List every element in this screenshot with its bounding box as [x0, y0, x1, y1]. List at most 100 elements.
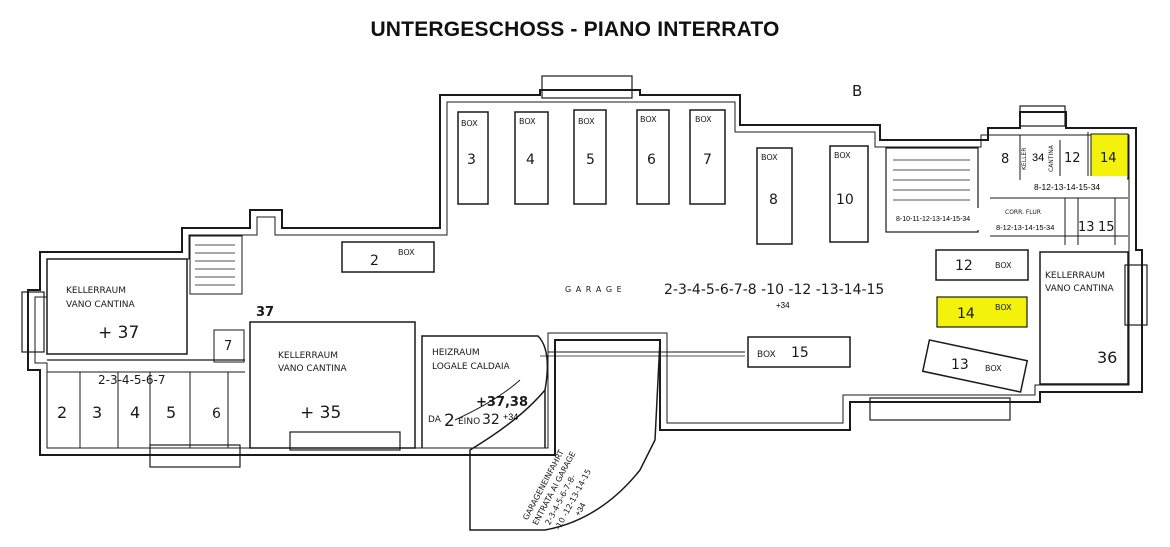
- kellerraum-right: [1039, 251, 1129, 385]
- box-label: BOX: [398, 248, 415, 257]
- label-patch: [1068, 330, 1094, 348]
- tr-list: 8-12-13-14-15-34: [1034, 182, 1100, 192]
- building-b: B: [852, 82, 862, 100]
- kellerraum-mid-number: + 35: [300, 403, 341, 423]
- plan-title: UNTERGESCHOSS - PIANO INTERRATO: [370, 18, 780, 41]
- box-8-outline: [756, 147, 793, 245]
- tr-keller: KELLER: [1021, 148, 1028, 170]
- walls: [21, 75, 1148, 531]
- heizraum-2: 2: [444, 411, 455, 431]
- highlight-cellar-14: [1090, 133, 1129, 180]
- box-label: BOX: [761, 153, 778, 162]
- kellerraum-mid: [249, 321, 416, 449]
- tr-15: 15: [1098, 220, 1115, 235]
- heizraum-title: HEIZRAUM: [432, 348, 480, 358]
- stair-list: 8-10-11-12-13-14-15-34: [896, 216, 970, 223]
- garage-plus34: +34: [776, 301, 790, 310]
- box-2-number: 2: [370, 253, 379, 269]
- box-4-outline: [514, 111, 549, 205]
- box-label: BOX: [995, 303, 1012, 312]
- corr-label: CORR. FLUR: [1005, 209, 1041, 216]
- heizraum-da: DA: [428, 415, 442, 425]
- cellar-4: 4: [130, 403, 140, 422]
- window: [289, 431, 401, 451]
- box-10-number: 10: [836, 192, 854, 208]
- tr-14: 14: [1100, 151, 1117, 166]
- box-label: BOX: [640, 115, 657, 124]
- window: [21, 291, 45, 353]
- tr-cantina: CANTINA: [1048, 144, 1055, 172]
- stair-right: [885, 147, 979, 233]
- cellar-2: 2: [57, 403, 67, 422]
- window: [149, 444, 241, 468]
- box-8-number: 8: [769, 192, 778, 208]
- box-5-outline: [573, 109, 607, 205]
- tr-8: 8: [1001, 152, 1009, 167]
- tr-13: 13: [1078, 220, 1095, 235]
- kellerraum-left-number: + 37: [98, 323, 139, 343]
- cellar-7: 7: [224, 339, 232, 354]
- kellerraum-mid-title: KELLERRAUM: [278, 351, 338, 361]
- box-10-outline: [829, 145, 869, 243]
- box-13-number: 13: [951, 357, 969, 373]
- ramp-outer: [469, 339, 661, 531]
- box-label: BOX: [519, 117, 536, 126]
- box-2-outline: [341, 241, 435, 273]
- box-12-number: 12: [955, 258, 973, 274]
- corr-list: 8-12-13-14-15-34: [996, 223, 1054, 232]
- kellerraum-left: [46, 258, 188, 355]
- box-label: BOX: [695, 115, 712, 124]
- outer-wall: [27, 89, 1143, 456]
- box-label: BOX: [757, 350, 776, 360]
- box-label: BOX: [461, 119, 478, 128]
- cellar-5: 5: [166, 403, 176, 422]
- heizraum-eino: EINO: [458, 417, 480, 427]
- box-14-number: 14: [957, 306, 975, 322]
- box-13-outline: [921, 339, 1029, 393]
- ramp-inner: [454, 379, 521, 421]
- kellerraum-right-title: KELLERRAUM: [1045, 271, 1105, 281]
- tr-12: 12: [1064, 151, 1081, 166]
- box-label: BOX: [985, 364, 1002, 373]
- inner-wall: [34, 101, 1130, 449]
- cellar-3: 3: [92, 403, 102, 422]
- garage-word: G A R A G E: [565, 285, 623, 294]
- box-12-outline: [935, 249, 1029, 281]
- box-5-number: 5: [586, 152, 595, 168]
- window: [1019, 105, 1066, 127]
- box-label: BOX: [834, 151, 851, 160]
- box-3-outline: [457, 111, 489, 205]
- kellerraum-mid-subtitle: VANO CANTINA: [278, 364, 347, 374]
- box-7-outline: [689, 109, 726, 205]
- box-6-number: 6: [647, 152, 656, 168]
- tr-34: 34: [1032, 152, 1044, 164]
- box-6-outline: [636, 109, 670, 205]
- box-7-number: 7: [703, 152, 712, 168]
- cellar-6: 6: [212, 406, 221, 422]
- label-patch: [994, 218, 1062, 234]
- kellerraum-left-subtitle: VANO CANTINA: [66, 300, 135, 310]
- heizraum: [421, 335, 549, 448]
- stair-37: 37: [256, 305, 274, 320]
- box-label: BOX: [995, 261, 1012, 270]
- box-15-number: 15: [791, 345, 809, 361]
- heizraum-32: 32: [482, 412, 500, 428]
- stair-steps: [195, 244, 235, 286]
- kellerraum-left-title: KELLERRAUM: [66, 286, 126, 296]
- box-4-number: 4: [526, 152, 535, 168]
- label-patch: [893, 208, 985, 230]
- kellerraum-right-number: 36: [1097, 348, 1117, 367]
- box-3-number: 3: [467, 152, 476, 168]
- korridor-box-list: 2-3-4-5-6-7: [98, 373, 165, 387]
- kellerraum-right-subtitle: VANO CANTINA: [1045, 284, 1114, 294]
- window: [1124, 264, 1148, 326]
- box-15-outline: [747, 336, 851, 368]
- window: [541, 75, 633, 99]
- stair-right-steps: [893, 159, 970, 201]
- box-label: BOX: [578, 117, 595, 126]
- garage-box-list: 2-3-4-5-6-7-8 -10 -12 -13-14-15: [664, 282, 884, 298]
- heizraum-subtitle: LOGALE CALDAIA: [432, 362, 511, 372]
- cellar-7: [213, 329, 245, 363]
- stair-left: [189, 235, 243, 295]
